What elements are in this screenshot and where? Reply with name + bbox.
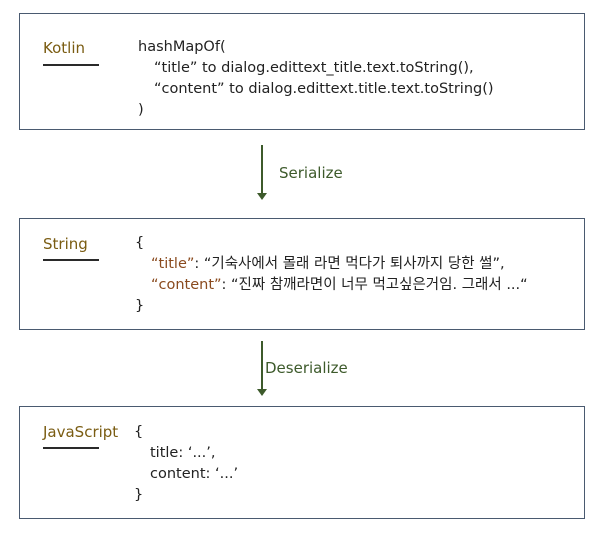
javascript-box: JavaScript { title: ‘...’, content: ‘...’} [19,406,585,519]
string-label-underline [43,259,99,261]
string-box: String { “title”: “기숙사에서 몰래 라면 먹다가 퇴사까지 당… [19,218,585,330]
kotlin-box: Kotlin hashMapOf( “title” to dialog.editt… [19,13,585,130]
javascript-label-underline [43,447,99,449]
javascript-label: JavaScript [43,423,119,441]
js-line-2: title: ‘...’, [150,445,216,461]
string-content-value: : “진짜 참깨라면이 너무 먹고싶은거임. 그래서 ...“ [221,277,528,293]
string-title-value: : “기숙사에서 몰래 라면 먹다가 퇴사까지 당한 썰”, [194,256,505,272]
serialize-label: Serialize [279,164,343,182]
kotlin-line-3: “content” to dialog.edittext.title.text.… [154,81,494,97]
string-title-line: “title”: “기숙사에서 몰래 라면 먹다가 퇴사까지 당한 썰”, [135,254,528,275]
string-open-brace: { [135,235,145,251]
js-line-4: } [134,487,144,503]
serialize-arrow [257,145,267,200]
serialize-arrowhead [257,193,267,200]
kotlin-label-underline [43,64,99,66]
string-label: String [43,235,88,253]
string-close-brace: } [135,298,145,314]
deserialize-arrowhead [257,389,267,396]
string-title-key: “title” [151,256,195,272]
string-content-line: “content”: “진짜 참깨라면이 너무 먹고싶은거임. 그래서 ...“ [135,275,528,296]
deserialize-label: Deserialize [265,359,348,377]
kotlin-label: Kotlin [43,39,85,57]
kotlin-code: hashMapOf( “title” to dialog.edittext_tit… [138,37,494,121]
kotlin-line-4: ) [138,102,144,118]
deserialize-arrow [257,341,267,396]
kotlin-line-1: hashMapOf( [138,39,226,55]
js-line-1: { [134,424,144,440]
js-line-3: content: ‘...’ [150,466,239,482]
string-code: {“title”: “기숙사에서 몰래 라면 먹다가 퇴사까지 당한 썰”,“c… [135,233,528,317]
kotlin-line-2: “title” to dialog.edittext_title.text.to… [154,60,474,76]
string-content-key: “content” [151,277,222,293]
javascript-code: { title: ‘...’, content: ‘...’} [134,422,238,506]
